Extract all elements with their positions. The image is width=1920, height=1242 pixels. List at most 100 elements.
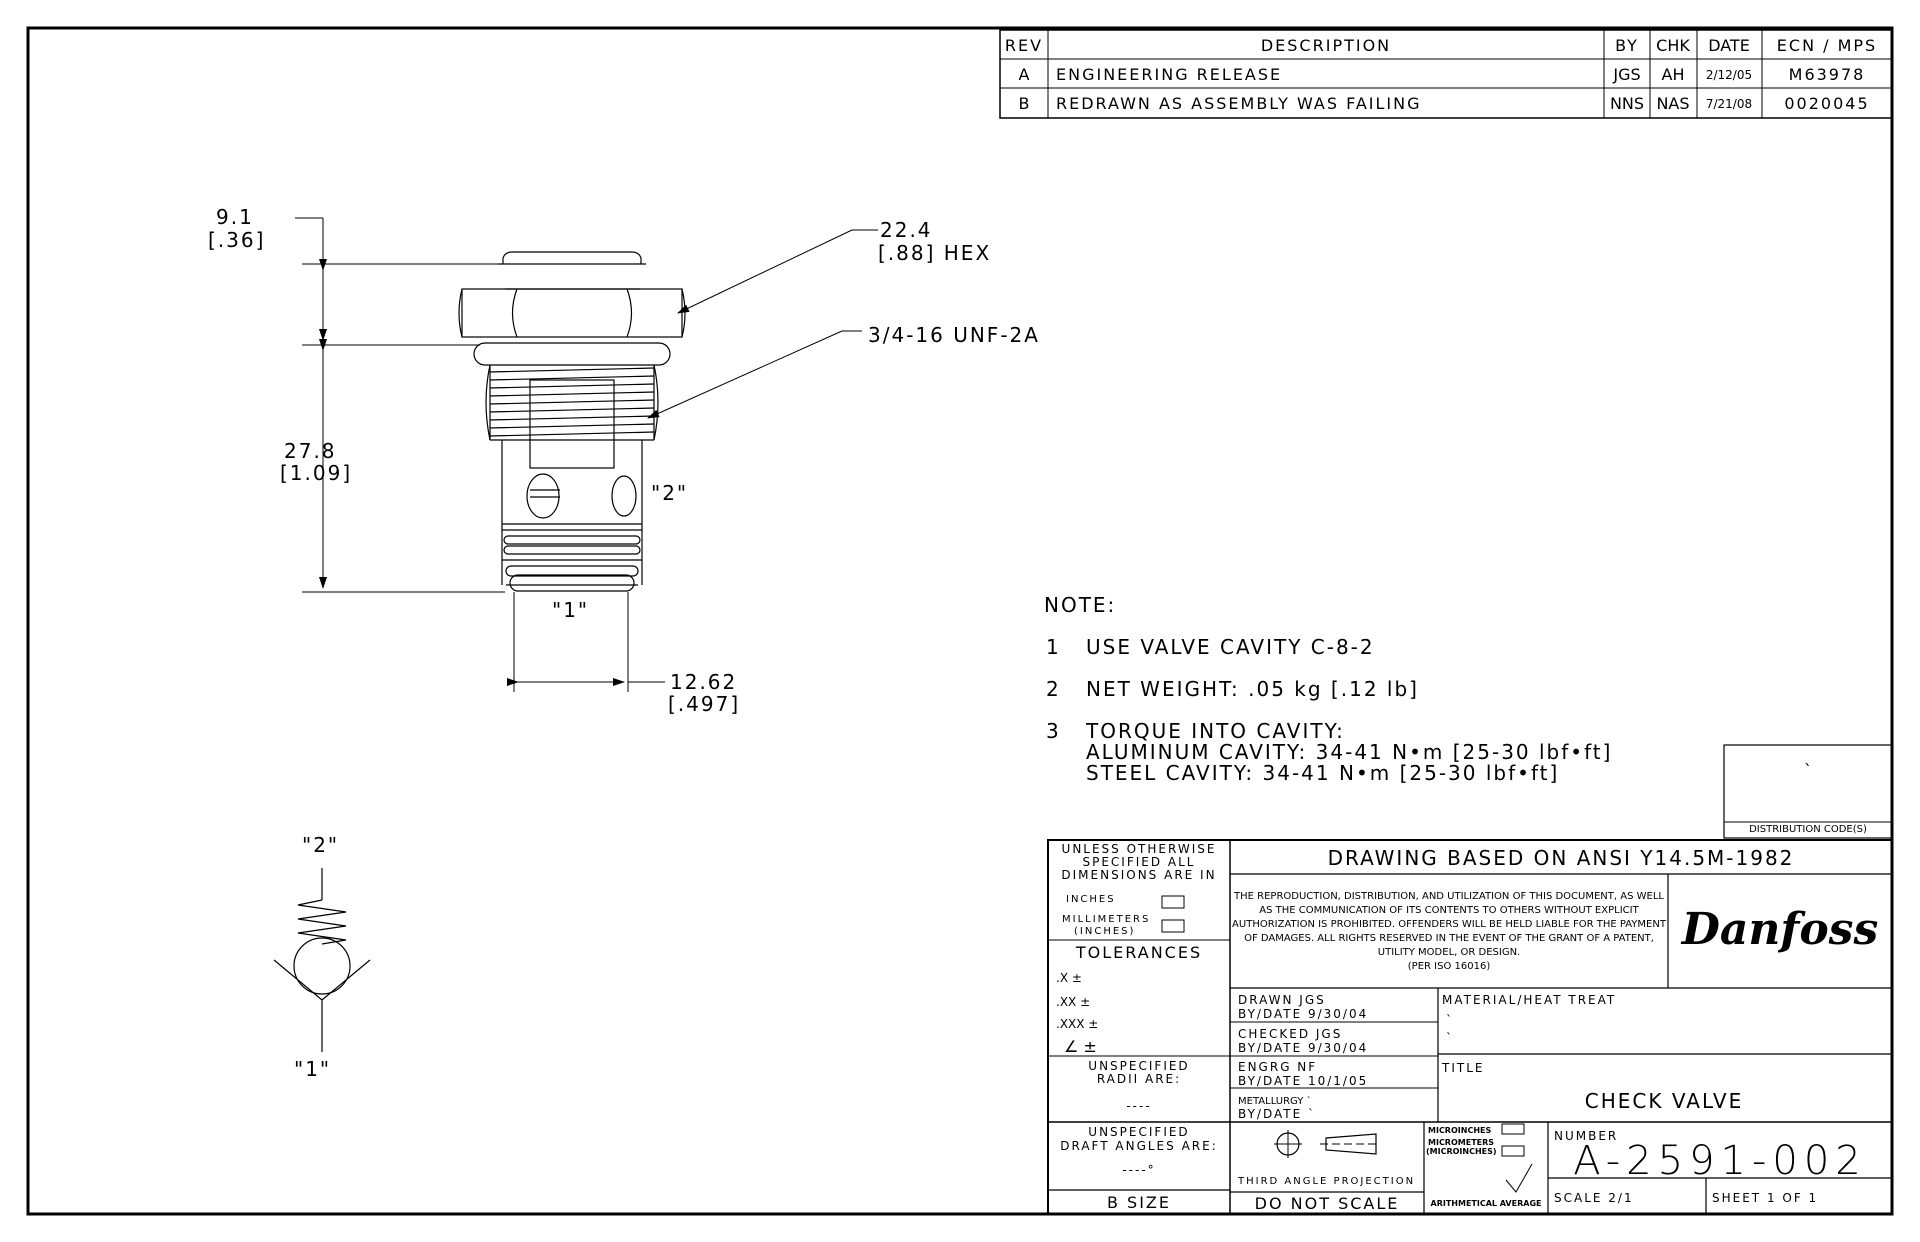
drawing-title: CHECK VALVE bbox=[1585, 1089, 1743, 1113]
chk-header: CHK bbox=[1656, 36, 1690, 55]
notes-heading: NOTE: bbox=[1044, 593, 1116, 617]
dim-diameter: 12.62 bbox=[670, 670, 737, 694]
rev-b-chk: NAS bbox=[1656, 94, 1689, 113]
engrg-by: ENGRG NF bbox=[1238, 1060, 1317, 1074]
rev-b-by: NNS bbox=[1610, 94, 1644, 113]
tolerances-label: TOLERANCES bbox=[1075, 943, 1202, 962]
danfoss-logo: Danfoss bbox=[1680, 904, 1878, 955]
title-block bbox=[1047, 839, 1893, 1215]
microinches-paren-label: (MICROINCHES) bbox=[1426, 1147, 1497, 1156]
drawing-number: A-2591-002 bbox=[1573, 1138, 1867, 1184]
description-header: DESCRIPTION bbox=[1261, 36, 1391, 55]
dimensions-are-in: DIMENSIONS ARE IN bbox=[1061, 868, 1216, 882]
checked-date: BY/DATE 9/30/04 bbox=[1238, 1041, 1368, 1055]
rev-a-chk: AH bbox=[1662, 65, 1685, 84]
port-1-label: "1" bbox=[552, 598, 589, 622]
radii-are: RADII ARE: bbox=[1097, 1072, 1181, 1086]
dim-9-1: 9.1 bbox=[216, 205, 254, 229]
dim-27-8: 27.8 bbox=[284, 439, 337, 463]
legal-line-3: AUTHORIZATION IS PROHIBITED. OFFENDERS W… bbox=[1232, 919, 1667, 930]
millimeters-label: MILLIMETERS bbox=[1062, 914, 1150, 925]
tolerance-angle: ∠ ± bbox=[1064, 1037, 1097, 1056]
rev-b: B bbox=[1019, 94, 1030, 113]
scale: SCALE 2/1 bbox=[1554, 1191, 1634, 1205]
draft-value: ----° bbox=[1122, 1163, 1155, 1177]
tolerance-xxx: .XXX ± bbox=[1056, 1017, 1098, 1031]
tolerance-xx: .XX ± bbox=[1056, 995, 1090, 1009]
legal-line-2: AS THE COMMUNICATION OF ITS CONTENTS TO … bbox=[1259, 905, 1639, 916]
dim-hex: 22.4 bbox=[880, 218, 933, 242]
note-3-aluminum: ALUMINUM CAVITY: 34-41 N•m [25-30 lbf•ft… bbox=[1086, 740, 1612, 764]
distribution-box: ` DISTRIBUTION CODE(S) bbox=[1723, 744, 1893, 839]
dim-9-1-inches: [.36] bbox=[208, 228, 265, 252]
radii-value: ---- bbox=[1126, 1099, 1151, 1113]
arithmetical-average: ARITHMETICAL AVERAGE bbox=[1431, 1199, 1542, 1208]
rev-b-date: 7/21/08 bbox=[1706, 97, 1752, 111]
note-3: TORQUE INTO CAVITY: bbox=[1085, 719, 1345, 743]
number-label: NUMBER bbox=[1554, 1129, 1618, 1143]
material-label: MATERIAL/HEAT TREAT bbox=[1442, 993, 1616, 1007]
rev-a-date: 2/12/05 bbox=[1706, 68, 1752, 82]
rev-a-ecn: M63978 bbox=[1789, 65, 1866, 84]
rev-b-ecn: 0020045 bbox=[1784, 94, 1869, 113]
micrometers-label: MICROMETERS bbox=[1428, 1138, 1494, 1147]
sheet-border bbox=[26, 26, 1894, 1216]
material-value-1: ` bbox=[1446, 1013, 1452, 1027]
draft-angles-are: DRAFT ANGLES ARE: bbox=[1060, 1139, 1218, 1153]
by-header: BY bbox=[1615, 36, 1639, 55]
notes: NOTE: 1 USE VALVE CAVITY C-8-2 2 NET WEI… bbox=[1044, 593, 1612, 785]
do-not-scale: DO NOT SCALE bbox=[1255, 1194, 1400, 1213]
drawn-date: BY/DATE 9/30/04 bbox=[1238, 1007, 1368, 1021]
rev-a-desc: ENGINEERING RELEASE bbox=[1056, 65, 1282, 84]
note-2-number: 2 bbox=[1046, 677, 1059, 701]
unless-otherwise: UNLESS OTHERWISE bbox=[1062, 842, 1217, 856]
sheet-count: SHEET 1 OF 1 bbox=[1712, 1191, 1818, 1205]
dim-diameter-inches: [.497] bbox=[668, 692, 740, 716]
inches-paren-label: (INCHES) bbox=[1074, 926, 1135, 937]
unspecified-draft: UNSPECIFIED bbox=[1088, 1125, 1189, 1139]
rev-a-by: JGS bbox=[1612, 65, 1640, 84]
tolerance-x: .X ± bbox=[1056, 971, 1082, 985]
revision-table: REV DESCRIPTION BY CHK DATE ECN / MPS A … bbox=[999, 29, 1893, 119]
rev-b-desc: REDRAWN AS ASSEMBLY WAS FAILING bbox=[1056, 94, 1421, 113]
drawn-by: DRAWN JGS bbox=[1238, 993, 1326, 1007]
legal-line-6: (PER ISO 16016) bbox=[1408, 961, 1491, 972]
distribution-label: DISTRIBUTION CODE(S) bbox=[1749, 824, 1867, 835]
unspecified-radii: UNSPECIFIED bbox=[1088, 1059, 1189, 1073]
date-header: DATE bbox=[1708, 36, 1750, 55]
metallurgy-by: METALLURGY ` bbox=[1238, 1095, 1312, 1107]
dim-27-8-inches: [1.09] bbox=[280, 461, 352, 485]
valve-drawing bbox=[458, 251, 686, 592]
note-1-number: 1 bbox=[1046, 635, 1059, 659]
engrg-date: BY/DATE 10/1/05 bbox=[1238, 1074, 1368, 1088]
sheet-size: B SIZE bbox=[1107, 1193, 1171, 1212]
thread-callout: 3/4-16 UNF-2A bbox=[868, 323, 1040, 347]
material-value-2: ` bbox=[1446, 1031, 1452, 1045]
ecn-header: ECN / MPS bbox=[1777, 36, 1877, 55]
third-angle-projection: THIRD ANGLE PROJECTION bbox=[1237, 1176, 1415, 1187]
note-3-steel: STEEL CAVITY: 34-41 N•m [25-30 lbf•ft] bbox=[1086, 761, 1559, 785]
legal-notice: THE REPRODUCTION, DISTRIBUTION, AND UTIL… bbox=[1232, 891, 1667, 972]
symbol-port-1-label: "1" bbox=[294, 1057, 331, 1081]
checked-by: CHECKED JGS bbox=[1238, 1027, 1342, 1041]
legal-line-4: OF DAMAGES. ALL RIGHTS RESERVED IN THE E… bbox=[1244, 933, 1654, 944]
note-1: USE VALVE CAVITY C-8-2 bbox=[1086, 635, 1375, 659]
ansi-standard: DRAWING BASED ON ANSI Y14.5M-1982 bbox=[1328, 846, 1795, 870]
microinches-label: MICROINCHES bbox=[1428, 1126, 1491, 1135]
port-2-label: "2" bbox=[651, 481, 688, 505]
check-valve-symbol bbox=[273, 868, 371, 1052]
metallurgy-date: BY/DATE ` bbox=[1238, 1107, 1316, 1121]
note-2: NET WEIGHT: .05 kg [.12 lb] bbox=[1086, 677, 1419, 701]
legal-line-5: UTILITY MODEL, OR DESIGN. bbox=[1378, 947, 1520, 958]
rev-a: A bbox=[1019, 65, 1030, 84]
distribution-mark: ` bbox=[1804, 761, 1812, 780]
symbol-port-2-label: "2" bbox=[302, 833, 339, 857]
dimension-lines bbox=[295, 217, 878, 692]
note-3-number: 3 bbox=[1046, 719, 1059, 743]
title-label: TITLE bbox=[1441, 1061, 1484, 1075]
rev-header: REV bbox=[1005, 36, 1043, 55]
legal-line-1: THE REPRODUCTION, DISTRIBUTION, AND UTIL… bbox=[1233, 891, 1664, 902]
inches-label: INCHES bbox=[1066, 894, 1116, 905]
specified-all: SPECIFIED ALL bbox=[1082, 855, 1195, 869]
